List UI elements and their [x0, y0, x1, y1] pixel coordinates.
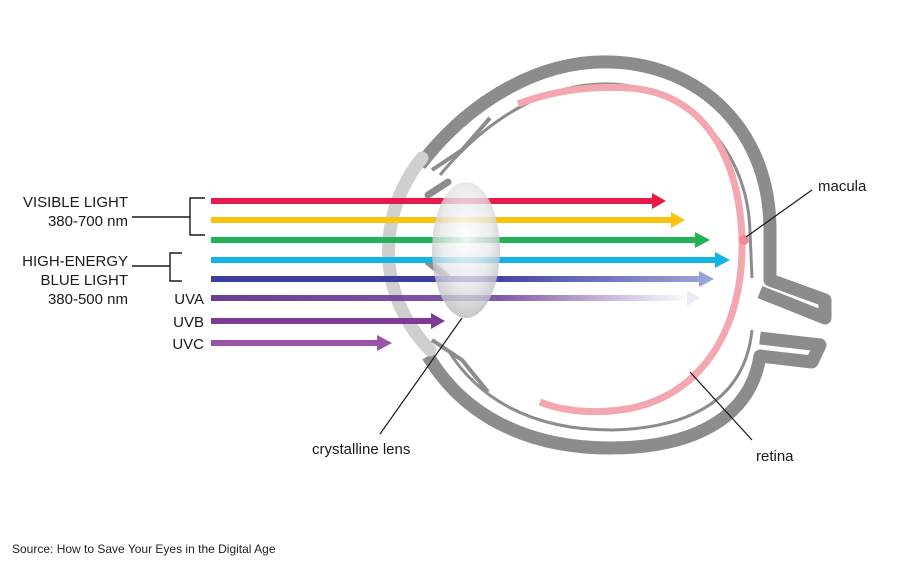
retina-label: retina [756, 448, 794, 465]
visible-light-label: VISIBLE LIGHT [22, 194, 128, 211]
cornea [382, 151, 437, 357]
blue-light-label-line2: BLUE LIGHT [40, 272, 128, 289]
ray-uvb [211, 313, 445, 329]
visible-range-label: 380-700 nm [47, 213, 128, 230]
source-caption: Source: How to Save Your Eyes in the Dig… [12, 542, 276, 556]
crystalline-lens-label: crystalline lens [312, 441, 411, 458]
retina-arc [516, 83, 746, 416]
macula-label: macula [818, 178, 867, 195]
uvb-label: UVB [173, 314, 204, 331]
ray-red [211, 193, 666, 209]
label-brackets [132, 197, 205, 282]
eye-wall [414, 55, 832, 455]
crystalline-lens [432, 182, 500, 318]
leader-lines [379, 189, 813, 441]
macula-spot [739, 235, 749, 245]
blue-light-label-line1: HIGH-ENERGY [22, 253, 128, 270]
uva-label: UVA [174, 291, 204, 308]
blue-range-label: 380-500 nm [47, 291, 128, 308]
uvc-label: UVC [172, 336, 204, 353]
ray-uvc [211, 335, 392, 351]
